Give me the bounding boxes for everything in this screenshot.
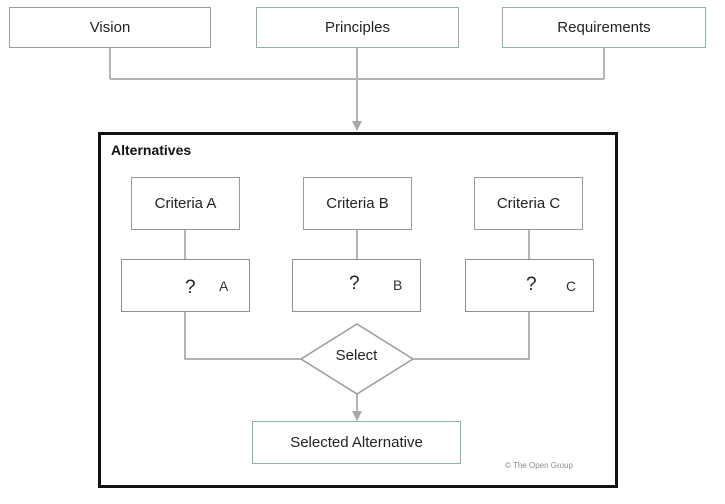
alternatives-frame [98,132,618,488]
alternatives-title: Alternatives [111,142,192,158]
option-b-letter: B [393,277,403,293]
option-a-letter: A [219,278,229,294]
criteria-a-label: Criteria A [154,195,217,212]
option-b-question-mark: ? [349,273,360,294]
option-a-question-mark: ? [185,277,196,298]
criteria-c-label: Criteria C [496,195,561,212]
criteria-b-box: Criteria B [303,177,412,230]
criteria-c-box: Criteria C [474,177,583,230]
criteria-connectors [184,230,530,259]
option-b-box: ? B [292,259,421,312]
selected-alternative-box: Selected Alternative [252,421,461,464]
requirements-box: Requirements [502,7,706,48]
vision-box: Vision [9,7,211,48]
principles-label: Principles [324,19,391,36]
copyright-note: © The Open Group [505,461,574,470]
criteria-a-box: Criteria A [131,177,240,230]
vision-label: Vision [89,19,131,36]
requirements-label: Requirements [557,19,651,36]
select-label: Select [335,347,378,364]
option-connectors [184,312,530,360]
selected-alternative-label: Selected Alternative [290,434,423,451]
option-a-box: ? A [121,259,250,312]
principles-box: Principles [256,7,459,48]
input-merge-connector [109,48,605,80]
option-c-box: ? C [465,259,594,312]
option-c-letter: C [566,278,577,294]
option-c-question-mark: ? [526,274,537,295]
criteria-b-label: Criteria B [326,195,389,212]
